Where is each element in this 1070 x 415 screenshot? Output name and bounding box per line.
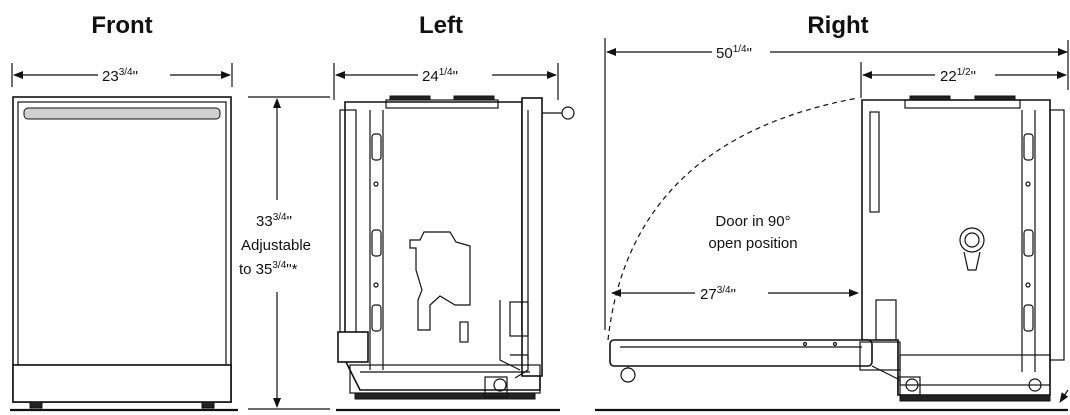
front-door-panel (12, 96, 232, 403)
door-swing-arc (607, 97, 859, 341)
height-dimension: 333/4" Adjustable to 353/4"* (239, 96, 330, 410)
left-depth-label: 241/4" (422, 67, 458, 85)
door-note-line2: open position (708, 235, 797, 252)
left-view: 241/4" (333, 63, 575, 412)
door-open-label: 273/4" (700, 285, 736, 303)
water-inlet-fitting (959, 227, 985, 271)
open-door (609, 339, 901, 395)
door-note-line1: Door in 90° (715, 213, 790, 230)
right-view-title: Right (807, 12, 868, 39)
height-label-line3: to 353/4"* (239, 260, 298, 278)
right-view: 501/4" 221/2" Door in 90° open position … (595, 38, 1069, 412)
right-depth-label: 221/2" (940, 67, 976, 85)
height-label-line2: Adjustable (241, 237, 311, 254)
front-view: 233/4" (10, 63, 238, 412)
front-view-title: Front (91, 12, 152, 39)
front-width-label: 233/4" (102, 67, 138, 85)
front-handle (23, 107, 221, 120)
right-overall-label: 501/4" (716, 44, 752, 62)
left-view-title: Left (419, 12, 463, 39)
height-label-line1: 333/4" (256, 212, 292, 230)
